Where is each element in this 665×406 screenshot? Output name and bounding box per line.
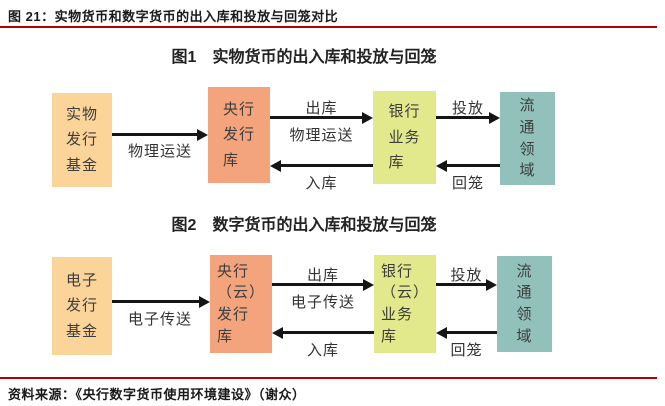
fig2-arrow-issue: [436, 283, 486, 286]
fig2-box-bank-business-vault: 银行 （云） 业务 库: [374, 255, 436, 353]
fig2-label-issue: 投放: [450, 267, 483, 284]
fig1-arrow-fund-to-central: [112, 133, 197, 136]
fig2-label-outbound: 出库: [306, 267, 339, 284]
fig1-number-label: 图1: [171, 49, 197, 66]
fig2-label-withdraw: 回笼: [450, 342, 483, 359]
fig2-label-outbound-transfer: 电子传送: [290, 294, 355, 311]
fig2-number-label: 图2: [171, 217, 197, 234]
fig1-arrow-outbound: [270, 116, 362, 119]
fig1-arrow-inbound: [281, 164, 373, 167]
fig2-box-circulation-label: 流 通 领 域: [516, 262, 533, 345]
fig2-arrow-fund-to-central: [112, 300, 199, 303]
fig2-box-central-bank-vault: 央行 （云） 发行 库: [210, 255, 272, 353]
fig2-box-issuance-fund-label: 电子 发行 基金: [65, 271, 98, 340]
fig1-arrow-issue: [436, 116, 489, 119]
source-topline: [0, 377, 657, 379]
fig1-title-text: 实物货币的出入库和投放与回笼: [212, 49, 437, 66]
fig1-label-issue: 投放: [451, 100, 484, 117]
fig1-box-issuance-fund-label: 实物 发行 基金: [65, 105, 98, 174]
fig1-title: 图1 实物货币的出入库和投放与回笼: [0, 43, 608, 67]
fig2-title-text: 数字货币的出入库和投放与回笼: [212, 217, 437, 234]
fig1-label-outbound-transfer: 物理运送: [289, 127, 354, 144]
fig2-arrow-inbound: [283, 331, 374, 334]
fig2-title: 图2 数字货币的出入库和投放与回笼: [0, 211, 608, 235]
fig1-label-outbound: 出库: [305, 100, 338, 117]
fig1-box-issuance-fund: 实物 发行 基金: [52, 93, 112, 187]
caption-underline: [0, 26, 657, 28]
fig2-box-circulation: 流 通 领 域: [497, 256, 552, 352]
fig2-arrow-withdraw: [447, 331, 497, 334]
source-text: 资料来源：《央行数字货币使用环境建设》（谢众）: [8, 387, 306, 402]
fig2-label-inbound: 入库: [306, 342, 339, 359]
fig1-box-central-bank-vault: 央行 发行 库: [208, 87, 270, 183]
fig2-box-bank-business-vault-label: 银行 （云） 业务 库: [380, 262, 429, 345]
fig1-arrow-withdraw: [447, 164, 500, 167]
fig1-box-circulation: 流 通 领 域: [500, 92, 555, 185]
fig2-box-central-bank-vault-label: 央行 （云） 发行 库: [216, 262, 265, 345]
fig1-box-central-bank-vault-label: 央行 发行 库: [222, 100, 255, 169]
fig2-arrow-outbound: [272, 283, 363, 286]
figure-caption: 图 21：实物货币和数字货币的出入库和投放与回笼对比: [8, 9, 339, 24]
fig1-label-inbound: 入库: [305, 175, 338, 192]
fig1-label-transfer: 物理运送: [127, 143, 192, 160]
fig2-label-transfer: 电子传送: [127, 311, 192, 328]
fig1-label-withdraw: 回笼: [451, 175, 484, 192]
fig1-box-bank-business-vault: 银行 业务 库: [373, 91, 436, 184]
fig2-box-issuance-fund: 电子 发行 基金: [52, 257, 112, 355]
fig1-box-circulation-label: 流 通 领 域: [519, 97, 536, 180]
fig1-box-bank-business-vault-label: 银行 业务 库: [388, 103, 421, 172]
